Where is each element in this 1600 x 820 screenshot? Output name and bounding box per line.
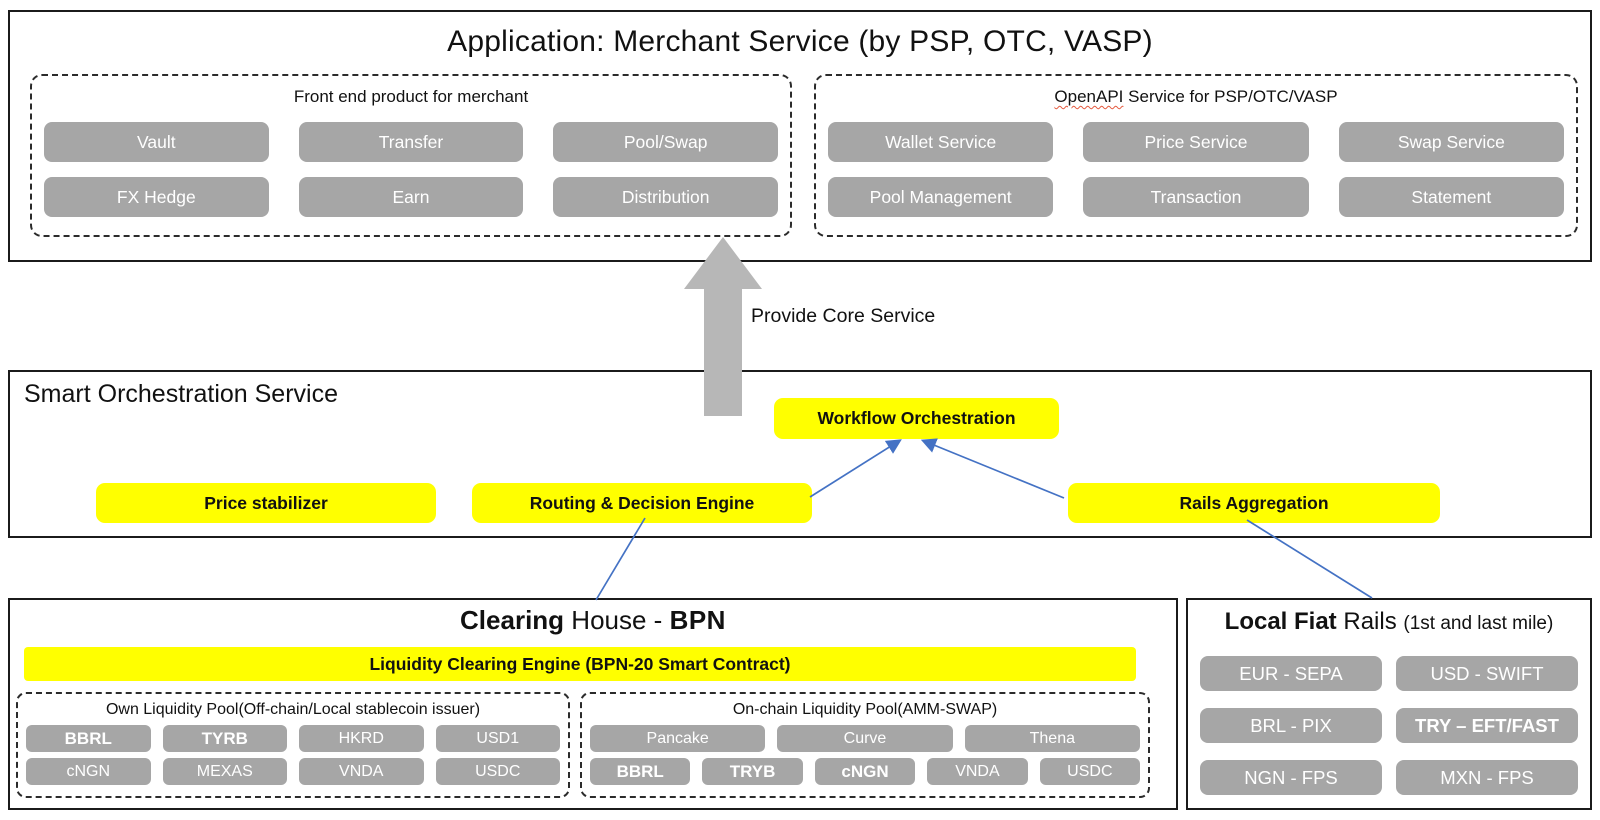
module-statement: Statement [1338,177,1564,217]
module-price-service: Price Service [1083,122,1309,162]
own-pool-row-2: cNGN MEXAS VNDA USDC [26,758,560,785]
token-chip: TYRB [162,725,287,752]
amm-chip: Curve [777,725,953,752]
price-stabilizer-node: Price stabilizer [96,483,436,523]
rail-chip-usd-swift: USD - SWIFT [1396,656,1578,691]
onchain-liquidity-pool-panel: On-chain Liquidity Pool(AMM-SWAP) Pancak… [580,692,1150,798]
token-chip: MEXAS [162,758,287,785]
orchestration-title: Smart Orchestration Service [24,380,338,408]
onchain-pool-row-2: BBRL TRYB cNGN VNDA USDC [590,758,1141,785]
module-swap-service: Swap Service [1338,122,1564,162]
token-chip: BBRL [590,758,691,785]
onchain-pool-title: On-chain Liquidity Pool(AMM-SWAP) [732,701,998,718]
module-earn: Earn [298,177,524,217]
application-tier-box: Application: Merchant Service (by PSP, O… [8,10,1592,262]
rail-chip-brl-pix: BRL - PIX [1200,708,1382,743]
rail-chip-try-eft-fast: TRY – EFT/FAST [1396,708,1578,743]
token-chip: USDC [1039,758,1141,785]
token-chip: TRYB [702,758,803,785]
own-pool-row-1: BBRL TYRB HKRD USD1 [26,725,560,752]
workflow-orchestration-node: Workflow Orchestration [774,398,1059,439]
token-chip: USD1 [435,725,560,752]
frontend-panel: Front end product for merchant Vault Tra… [30,74,792,237]
rails-aggregation-node: Rails Aggregation [1068,483,1440,523]
token-chip: cNGN [26,758,151,785]
module-distribution: Distribution [553,177,778,217]
own-liquidity-pool-panel: Own Liquidity Pool(Off-chain/Local stabl… [16,692,570,798]
rail-chip-eur-sepa: EUR - SEPA [1200,656,1382,691]
module-pool-swap: Pool/Swap [553,122,778,162]
clearing-title-tail: BPN [669,605,726,635]
fiat-title-mid: Rails [1336,608,1404,635]
rail-chip-ngn-fps: NGN - FPS [1200,760,1382,795]
token-chip: HKRD [299,725,424,752]
clearing-house-box: Clearing House - BPN Liquidity Clearing … [8,598,1178,810]
liquidity-clearing-engine-bar: Liquidity Clearing Engine (BPN-20 Smart … [24,647,1136,681]
frontend-button-grid: Vault Transfer Pool/Swap FX Hedge Earn D… [32,122,790,217]
clearing-title-mid: House - [564,605,670,635]
openapi-button-grid: Wallet Service Price Service Swap Servic… [816,122,1576,217]
openapi-title-rest: Service for PSP/OTC/VASP [1123,87,1338,106]
clearing-title-lead: Clearing [460,605,565,635]
onchain-pool-row-1: Pancake Curve Thena [590,725,1140,752]
application-title: Application: Merchant Service (by PSP, O… [447,25,1153,58]
module-pool-management: Pool Management [828,177,1054,217]
rail-chip-mxn-fps: MXN - FPS [1396,760,1578,795]
fiat-title-lead: Local Fiat [1224,608,1337,635]
orchestration-tier-box: Smart Orchestration Service Workflow Orc… [8,370,1592,538]
token-chip: VNDA [927,758,1028,785]
token-chip: VNDA [299,758,424,785]
token-chip: BBRL [26,725,151,752]
module-fx-hedge: FX Hedge [44,177,269,217]
openapi-panel-title: OpenAPI Service for PSP/OTC/VASP [816,87,1576,107]
local-fiat-rails-box: Local Fiat Rails (1st and last mile) EUR… [1186,598,1592,810]
token-chip: USDC [435,758,560,785]
routing-decision-engine-node: Routing & Decision Engine [472,483,812,523]
module-transaction: Transaction [1083,177,1309,217]
clearing-house-title: Clearing House - BPN [10,600,1176,636]
provide-core-service-label: Provide Core Service [751,305,936,327]
fiat-title-note: (1st and last mile) [1403,613,1554,634]
module-transfer: Transfer [298,122,524,162]
token-chip: cNGN [814,758,916,785]
own-pool-title: Own Liquidity Pool(Off-chain/Local stabl… [105,701,481,718]
module-vault: Vault [44,122,269,162]
amm-chip: Thena [964,725,1140,752]
fiat-rails-grid: EUR - SEPA USD - SWIFT BRL - PIX TRY – E… [1188,656,1590,795]
fiat-rails-title: Local Fiat Rails (1st and last mile) [1188,600,1590,636]
module-wallet-service: Wallet Service [828,122,1054,162]
frontend-panel-title: Front end product for merchant [293,87,529,106]
openapi-panel: OpenAPI Service for PSP/OTC/VASP Wallet … [814,74,1578,237]
openapi-word: OpenAPI [1054,87,1124,106]
amm-chip: Pancake [590,725,766,752]
